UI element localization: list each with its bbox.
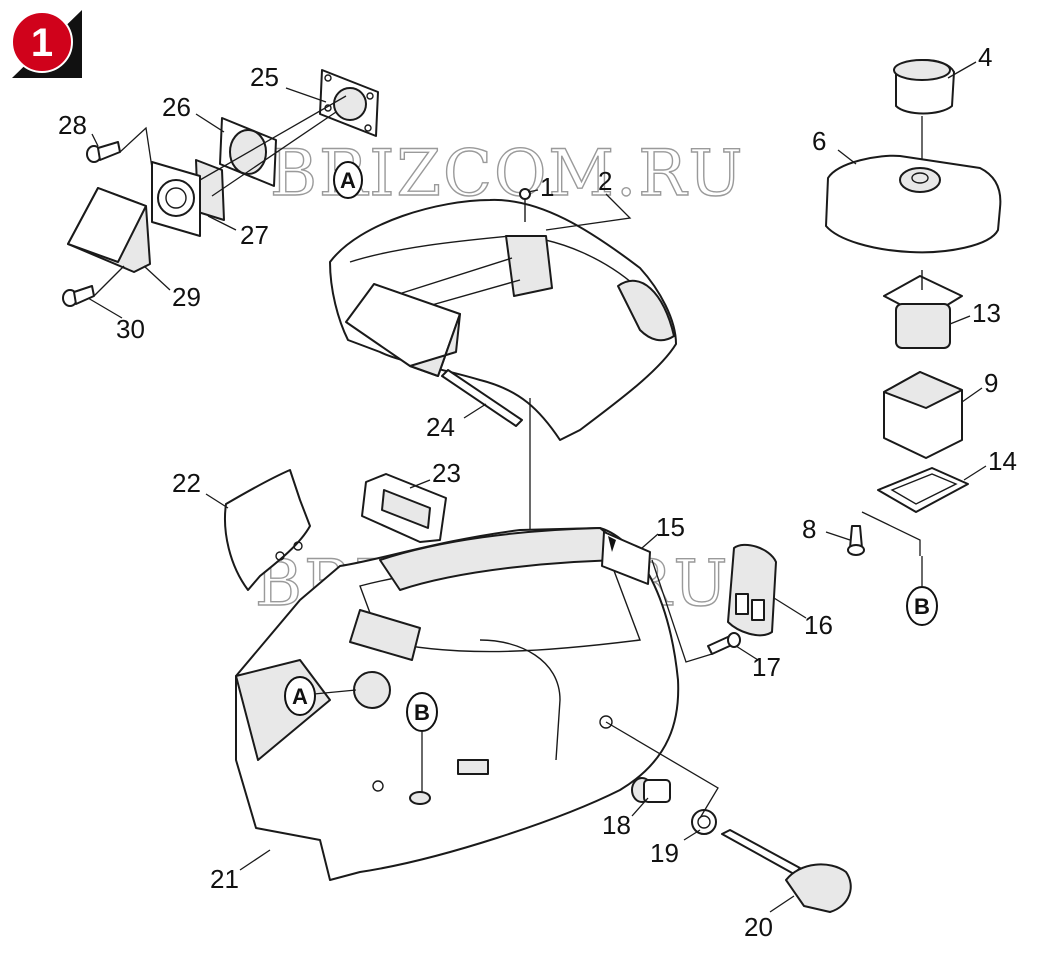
part-6-cap xyxy=(825,154,1002,254)
label-16: 16 xyxy=(804,610,833,640)
part-8-screw xyxy=(847,525,865,556)
part-13-motor xyxy=(883,270,963,349)
callout-a-body: A xyxy=(284,676,316,716)
label-25: 25 xyxy=(250,62,279,92)
label-20: 20 xyxy=(744,912,773,942)
label-17: 17 xyxy=(752,652,781,682)
part-23-handle xyxy=(361,473,447,543)
part-number-labels: 1 2 4 6 8 9 13 14 15 16 17 18 19 20 21 2… xyxy=(58,42,1017,942)
label-4: 4 xyxy=(978,42,992,72)
label-24: 24 xyxy=(426,412,455,442)
label-26: 26 xyxy=(162,92,191,122)
part-28-screw xyxy=(86,141,121,163)
svg-text:B: B xyxy=(914,594,930,619)
label-22: 22 xyxy=(172,468,201,498)
label-18: 18 xyxy=(602,810,631,840)
part-25-flange xyxy=(319,69,379,137)
part-17-screw xyxy=(707,632,741,655)
svg-text:A: A xyxy=(292,684,308,709)
part-19-washer xyxy=(691,809,717,835)
svg-text:B: B xyxy=(414,700,430,725)
part-2-top-cover xyxy=(329,198,677,441)
label-30: 30 xyxy=(116,314,145,344)
part-16-switch xyxy=(727,543,777,637)
part-20-key xyxy=(721,829,852,913)
part-15-label xyxy=(601,531,651,585)
label-2: 2 xyxy=(598,166,612,196)
part-14-gasket xyxy=(877,467,969,513)
part-leaders xyxy=(87,61,987,913)
part-22-side-panel xyxy=(224,469,311,591)
label-6: 6 xyxy=(812,126,826,156)
part-18-plug xyxy=(631,777,671,803)
label-14: 14 xyxy=(988,446,1017,476)
label-13: 13 xyxy=(972,298,1001,328)
page-badge: 1 xyxy=(11,10,82,78)
label-19: 19 xyxy=(650,838,679,868)
callout-b-right: B xyxy=(906,586,938,626)
label-1: 1 xyxy=(540,172,554,202)
callout-b-body: B xyxy=(406,692,438,732)
label-27: 27 xyxy=(240,220,269,250)
label-28: 28 xyxy=(58,110,87,140)
label-29: 29 xyxy=(172,282,201,312)
part-4-knob xyxy=(893,59,955,115)
part-21-base-housing xyxy=(235,527,680,881)
callout-a-top: A xyxy=(333,161,363,199)
part-27-socket xyxy=(151,159,225,237)
part-30-screw xyxy=(62,285,95,307)
label-15: 15 xyxy=(656,512,685,542)
part-24-rod xyxy=(441,369,523,427)
label-23: 23 xyxy=(432,458,461,488)
svg-text:A: A xyxy=(340,168,356,193)
part-9-box xyxy=(883,371,963,459)
badge-label: 1 xyxy=(31,21,53,65)
label-8: 8 xyxy=(802,514,816,544)
part-1-screw xyxy=(519,188,531,222)
label-9: 9 xyxy=(984,368,998,398)
part-29-lid xyxy=(67,187,151,273)
label-21: 21 xyxy=(210,864,239,894)
